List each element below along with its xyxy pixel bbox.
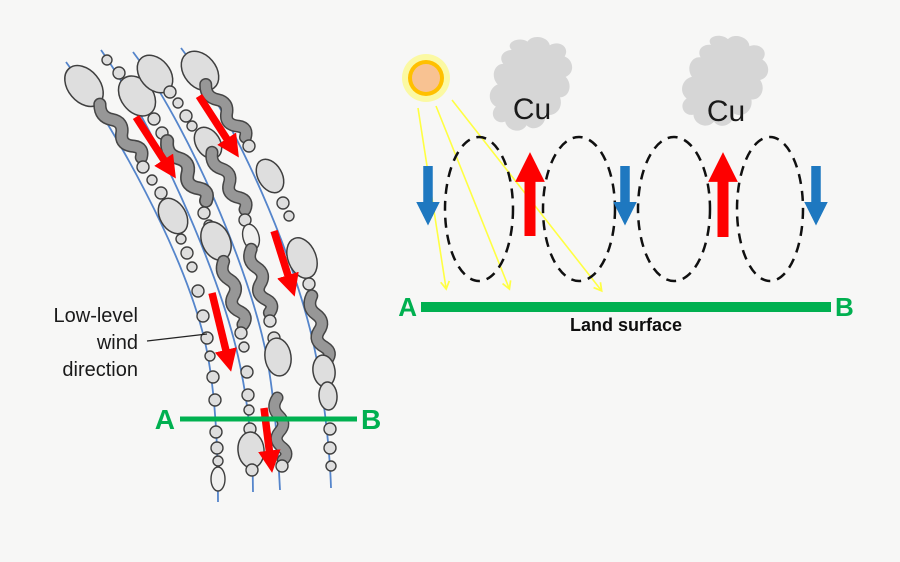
wind-arrow xyxy=(258,407,281,473)
bead xyxy=(208,393,222,407)
bead xyxy=(197,206,211,220)
bead xyxy=(204,350,216,362)
cumulus-ellipse xyxy=(318,381,338,411)
cumulus-cloud-1: Cu xyxy=(489,36,573,131)
wind-arrow xyxy=(270,229,299,297)
wind-label-line1: Low-level xyxy=(54,305,138,327)
cumulus-ellipse xyxy=(237,431,265,469)
bead xyxy=(136,160,150,174)
cumulus-cloud-2: Cu xyxy=(676,28,773,135)
bead xyxy=(242,139,256,153)
bead xyxy=(175,233,187,245)
cumulus-ellipse xyxy=(210,466,226,492)
bead xyxy=(163,85,177,99)
bead xyxy=(245,463,259,477)
bead xyxy=(191,284,205,298)
bead xyxy=(146,174,158,186)
cumulus-ellipse xyxy=(255,158,285,194)
cu-label-2: Cu xyxy=(707,95,745,128)
bead xyxy=(241,388,255,402)
bead xyxy=(302,277,316,291)
cu-label-1: Cu xyxy=(513,93,551,126)
bead xyxy=(275,459,289,473)
bead xyxy=(238,341,250,353)
bead xyxy=(154,186,168,200)
bead xyxy=(186,261,198,273)
bead xyxy=(212,455,224,467)
cloud-band xyxy=(307,295,330,361)
wind-label-line3: direction xyxy=(62,359,138,381)
bead xyxy=(263,314,277,328)
bead xyxy=(147,112,161,126)
cloud-band xyxy=(247,248,274,314)
cumulus-ellipse xyxy=(200,221,232,261)
cumulus-ellipse xyxy=(157,197,189,235)
bead xyxy=(179,109,193,123)
wind-arrow xyxy=(208,292,237,372)
bead xyxy=(323,422,337,436)
bead xyxy=(172,97,184,109)
bead xyxy=(186,120,198,132)
cumulus-ellipse xyxy=(264,337,292,377)
right-endpoint-a: A xyxy=(398,292,417,322)
right-endpoint-b: B xyxy=(835,292,854,322)
bead xyxy=(276,196,290,210)
bead xyxy=(200,331,214,345)
bead xyxy=(112,66,126,80)
bead xyxy=(283,210,295,222)
bead xyxy=(101,54,113,66)
convection-cell xyxy=(541,135,617,283)
bead xyxy=(240,365,254,379)
cloud-band xyxy=(273,397,287,460)
bead xyxy=(325,460,337,472)
cloud-band xyxy=(208,150,249,212)
bead xyxy=(323,441,337,455)
wind-arrow xyxy=(132,114,176,179)
convection-cell xyxy=(636,135,712,283)
left-endpoint-a: A xyxy=(155,404,175,435)
left-endpoint-b: B xyxy=(361,404,381,435)
bead xyxy=(209,425,223,439)
cloud-streets-panel: Low-level wind direction A B xyxy=(54,47,381,503)
bead xyxy=(180,246,194,260)
bead xyxy=(243,404,255,416)
wind-arrow xyxy=(195,93,239,158)
sun-ray xyxy=(435,105,512,291)
label-pointer-line xyxy=(146,333,208,342)
wind-label-line2: wind xyxy=(96,332,138,354)
sun-icon xyxy=(402,54,450,102)
bead xyxy=(196,309,210,323)
convection-cell xyxy=(443,135,515,283)
bead xyxy=(210,441,224,455)
land-surface-bar xyxy=(421,302,831,312)
bead xyxy=(206,370,220,384)
land-surface-label: Land surface xyxy=(570,315,682,335)
convection-panel: Cu Cu A B Land surface xyxy=(398,28,854,335)
bead xyxy=(234,326,248,340)
convection-cell xyxy=(735,135,805,283)
